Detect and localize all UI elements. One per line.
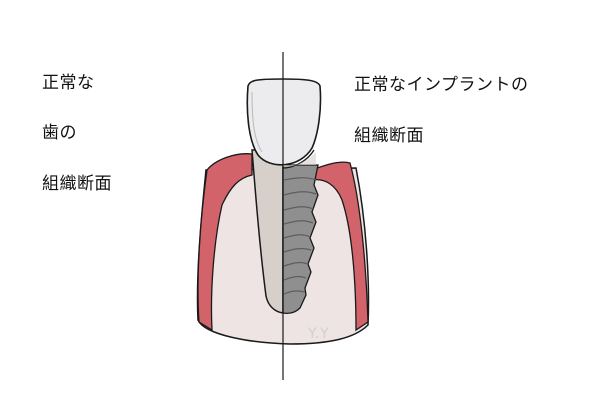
implant-fixture xyxy=(282,164,319,314)
gum-left xyxy=(197,153,253,332)
crown xyxy=(246,78,322,166)
left-label-line-3: 組織断面 xyxy=(42,174,112,194)
left-label-line-2: 歯の xyxy=(42,123,77,143)
natural-tooth-root xyxy=(251,149,284,314)
left-label-line-1: 正常な xyxy=(42,73,95,93)
gum-right xyxy=(311,161,369,332)
right-label-line-2: 組織断面 xyxy=(354,126,424,146)
right-label-line-1: 正常なインプラントの xyxy=(354,75,529,95)
signature: Y.Y xyxy=(308,326,330,342)
